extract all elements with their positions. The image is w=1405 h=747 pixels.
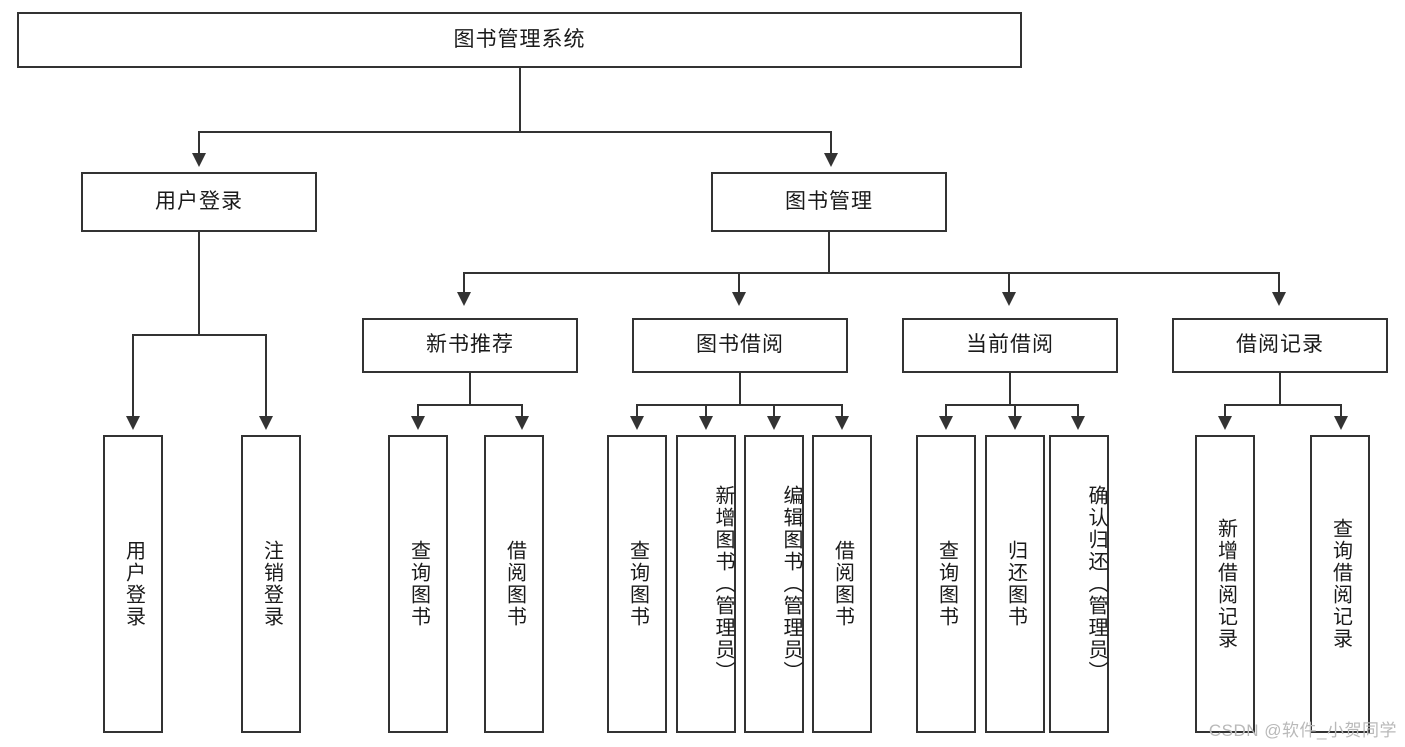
arrow-book-borrow-leaf-4 (835, 416, 849, 430)
node-label: 查询图书 (407, 540, 430, 628)
arrow-to-new-book (457, 292, 471, 306)
node-label: 查询借阅记录 (1329, 518, 1352, 650)
arrow-to-borrow-record (1272, 292, 1286, 306)
leaf-return-book[interactable]: 归还图书 (985, 435, 1045, 733)
node-book-borrow[interactable]: 图书借阅 (632, 318, 848, 373)
connector-book-manage-bar (463, 272, 1280, 274)
arrow-borrow-record-leaf-2 (1334, 416, 1348, 430)
node-label: 借阅图书 (831, 540, 854, 628)
arrow-borrow-record-leaf-1 (1218, 416, 1232, 430)
leaf-edit-book-admin[interactable]: 编辑图书（管理员） (744, 435, 804, 733)
connector-book-borrow-stem (739, 373, 741, 405)
connector-current-borrow-stem (1009, 373, 1011, 405)
connector-new-book-bar (417, 404, 523, 406)
arrow-new-book-leaf-1 (411, 416, 425, 430)
node-user-login[interactable]: 用户登录 (81, 172, 317, 232)
arrow-to-current-borrow (1002, 292, 1016, 306)
arrow-to-borrow-book (732, 292, 746, 306)
arrow-to-user-login (192, 153, 206, 167)
node-label: 图书管理系统 (453, 27, 586, 51)
leaf-query-book-newbook[interactable]: 查询图书 (388, 435, 448, 733)
arrow-user-login-leaf-1 (126, 416, 140, 430)
leaf-confirm-return-admin[interactable]: 确认归还（管理员） (1049, 435, 1109, 733)
connector-book-borrow-drop-3 (773, 404, 775, 418)
connector-user-login-bar (132, 334, 267, 336)
connector-new-book-drop-1 (417, 404, 419, 418)
node-label: 图书管理 (785, 189, 873, 213)
connector-book-borrow-bar (636, 404, 842, 406)
leaf-user-login[interactable]: 用户登录 (103, 435, 163, 733)
connector-root-to-book-manage (830, 131, 832, 155)
connector-current-borrow-drop-1 (945, 404, 947, 418)
node-new-book-recommend[interactable]: 新书推荐 (362, 318, 578, 373)
node-label: 用户登录 (155, 189, 243, 213)
leaf-logout[interactable]: 注销登录 (241, 435, 301, 733)
arrow-current-borrow-leaf-1 (939, 416, 953, 430)
node-label: 新书推荐 (426, 333, 514, 357)
connector-borrow-record-drop-2 (1340, 404, 1342, 418)
connector-to-borrow-book (738, 272, 740, 294)
arrow-book-borrow-leaf-3 (767, 416, 781, 430)
node-label: 借阅图书 (503, 540, 526, 628)
connector-root-stem (519, 68, 521, 132)
node-root-system[interactable]: 图书管理系统 (17, 12, 1022, 68)
node-label: 新增图书（管理员） (712, 485, 734, 683)
connector-new-book-drop-2 (521, 404, 523, 418)
connector-user-login-drop-1 (132, 334, 134, 418)
connector-new-book-stem (469, 373, 471, 405)
node-label: 注销登录 (260, 540, 283, 628)
node-label: 查询图书 (626, 540, 649, 628)
node-label: 用户登录 (122, 540, 145, 628)
node-label: 确认归还（管理员） (1085, 485, 1107, 683)
connector-book-borrow-drop-4 (841, 404, 843, 418)
connector-to-new-book (463, 272, 465, 294)
arrow-current-borrow-leaf-3 (1071, 416, 1085, 430)
node-borrow-record[interactable]: 借阅记录 (1172, 318, 1388, 373)
leaf-borrow-book-newbook[interactable]: 借阅图书 (484, 435, 544, 733)
connector-borrow-record-stem (1279, 373, 1281, 405)
arrow-book-borrow-leaf-1 (630, 416, 644, 430)
connector-borrow-record-drop-1 (1224, 404, 1226, 418)
node-label: 归还图书 (1004, 540, 1027, 628)
leaf-query-book-borrow[interactable]: 查询图书 (607, 435, 667, 733)
leaf-add-borrow-record[interactable]: 新增借阅记录 (1195, 435, 1255, 733)
connector-root-to-user-login (198, 131, 200, 155)
connector-book-manage-stem (828, 232, 830, 273)
connector-book-borrow-drop-1 (636, 404, 638, 418)
connector-current-borrow-drop-2 (1014, 404, 1016, 418)
arrow-to-book-manage (824, 153, 838, 167)
node-label: 当前借阅 (966, 333, 1054, 357)
node-current-borrow[interactable]: 当前借阅 (902, 318, 1118, 373)
leaf-borrow-book[interactable]: 借阅图书 (812, 435, 872, 733)
arrow-current-borrow-leaf-2 (1008, 416, 1022, 430)
connector-current-borrow-bar (945, 404, 1079, 406)
connector-book-borrow-drop-2 (705, 404, 707, 418)
node-book-management[interactable]: 图书管理 (711, 172, 947, 232)
node-label: 编辑图书（管理员） (780, 485, 802, 683)
connector-to-borrow-record (1278, 272, 1280, 294)
node-label: 新增借阅记录 (1214, 518, 1237, 650)
connector-user-login-drop-2 (265, 334, 267, 418)
arrow-new-book-leaf-2 (515, 416, 529, 430)
node-label: 图书借阅 (696, 333, 784, 357)
leaf-query-borrow-record[interactable]: 查询借阅记录 (1310, 435, 1370, 733)
connector-current-borrow-drop-3 (1077, 404, 1079, 418)
leaf-add-book-admin[interactable]: 新增图书（管理员） (676, 435, 736, 733)
leaf-query-book-current[interactable]: 查询图书 (916, 435, 976, 733)
node-label: 借阅记录 (1236, 333, 1324, 357)
connector-user-login-stem (198, 232, 200, 335)
arrow-book-borrow-leaf-2 (699, 416, 713, 430)
node-label: 查询图书 (935, 540, 958, 628)
connector-borrow-record-bar (1224, 404, 1342, 406)
connector-to-current-borrow (1008, 272, 1010, 294)
arrow-user-login-leaf-2 (259, 416, 273, 430)
connector-root-bar (198, 131, 832, 133)
